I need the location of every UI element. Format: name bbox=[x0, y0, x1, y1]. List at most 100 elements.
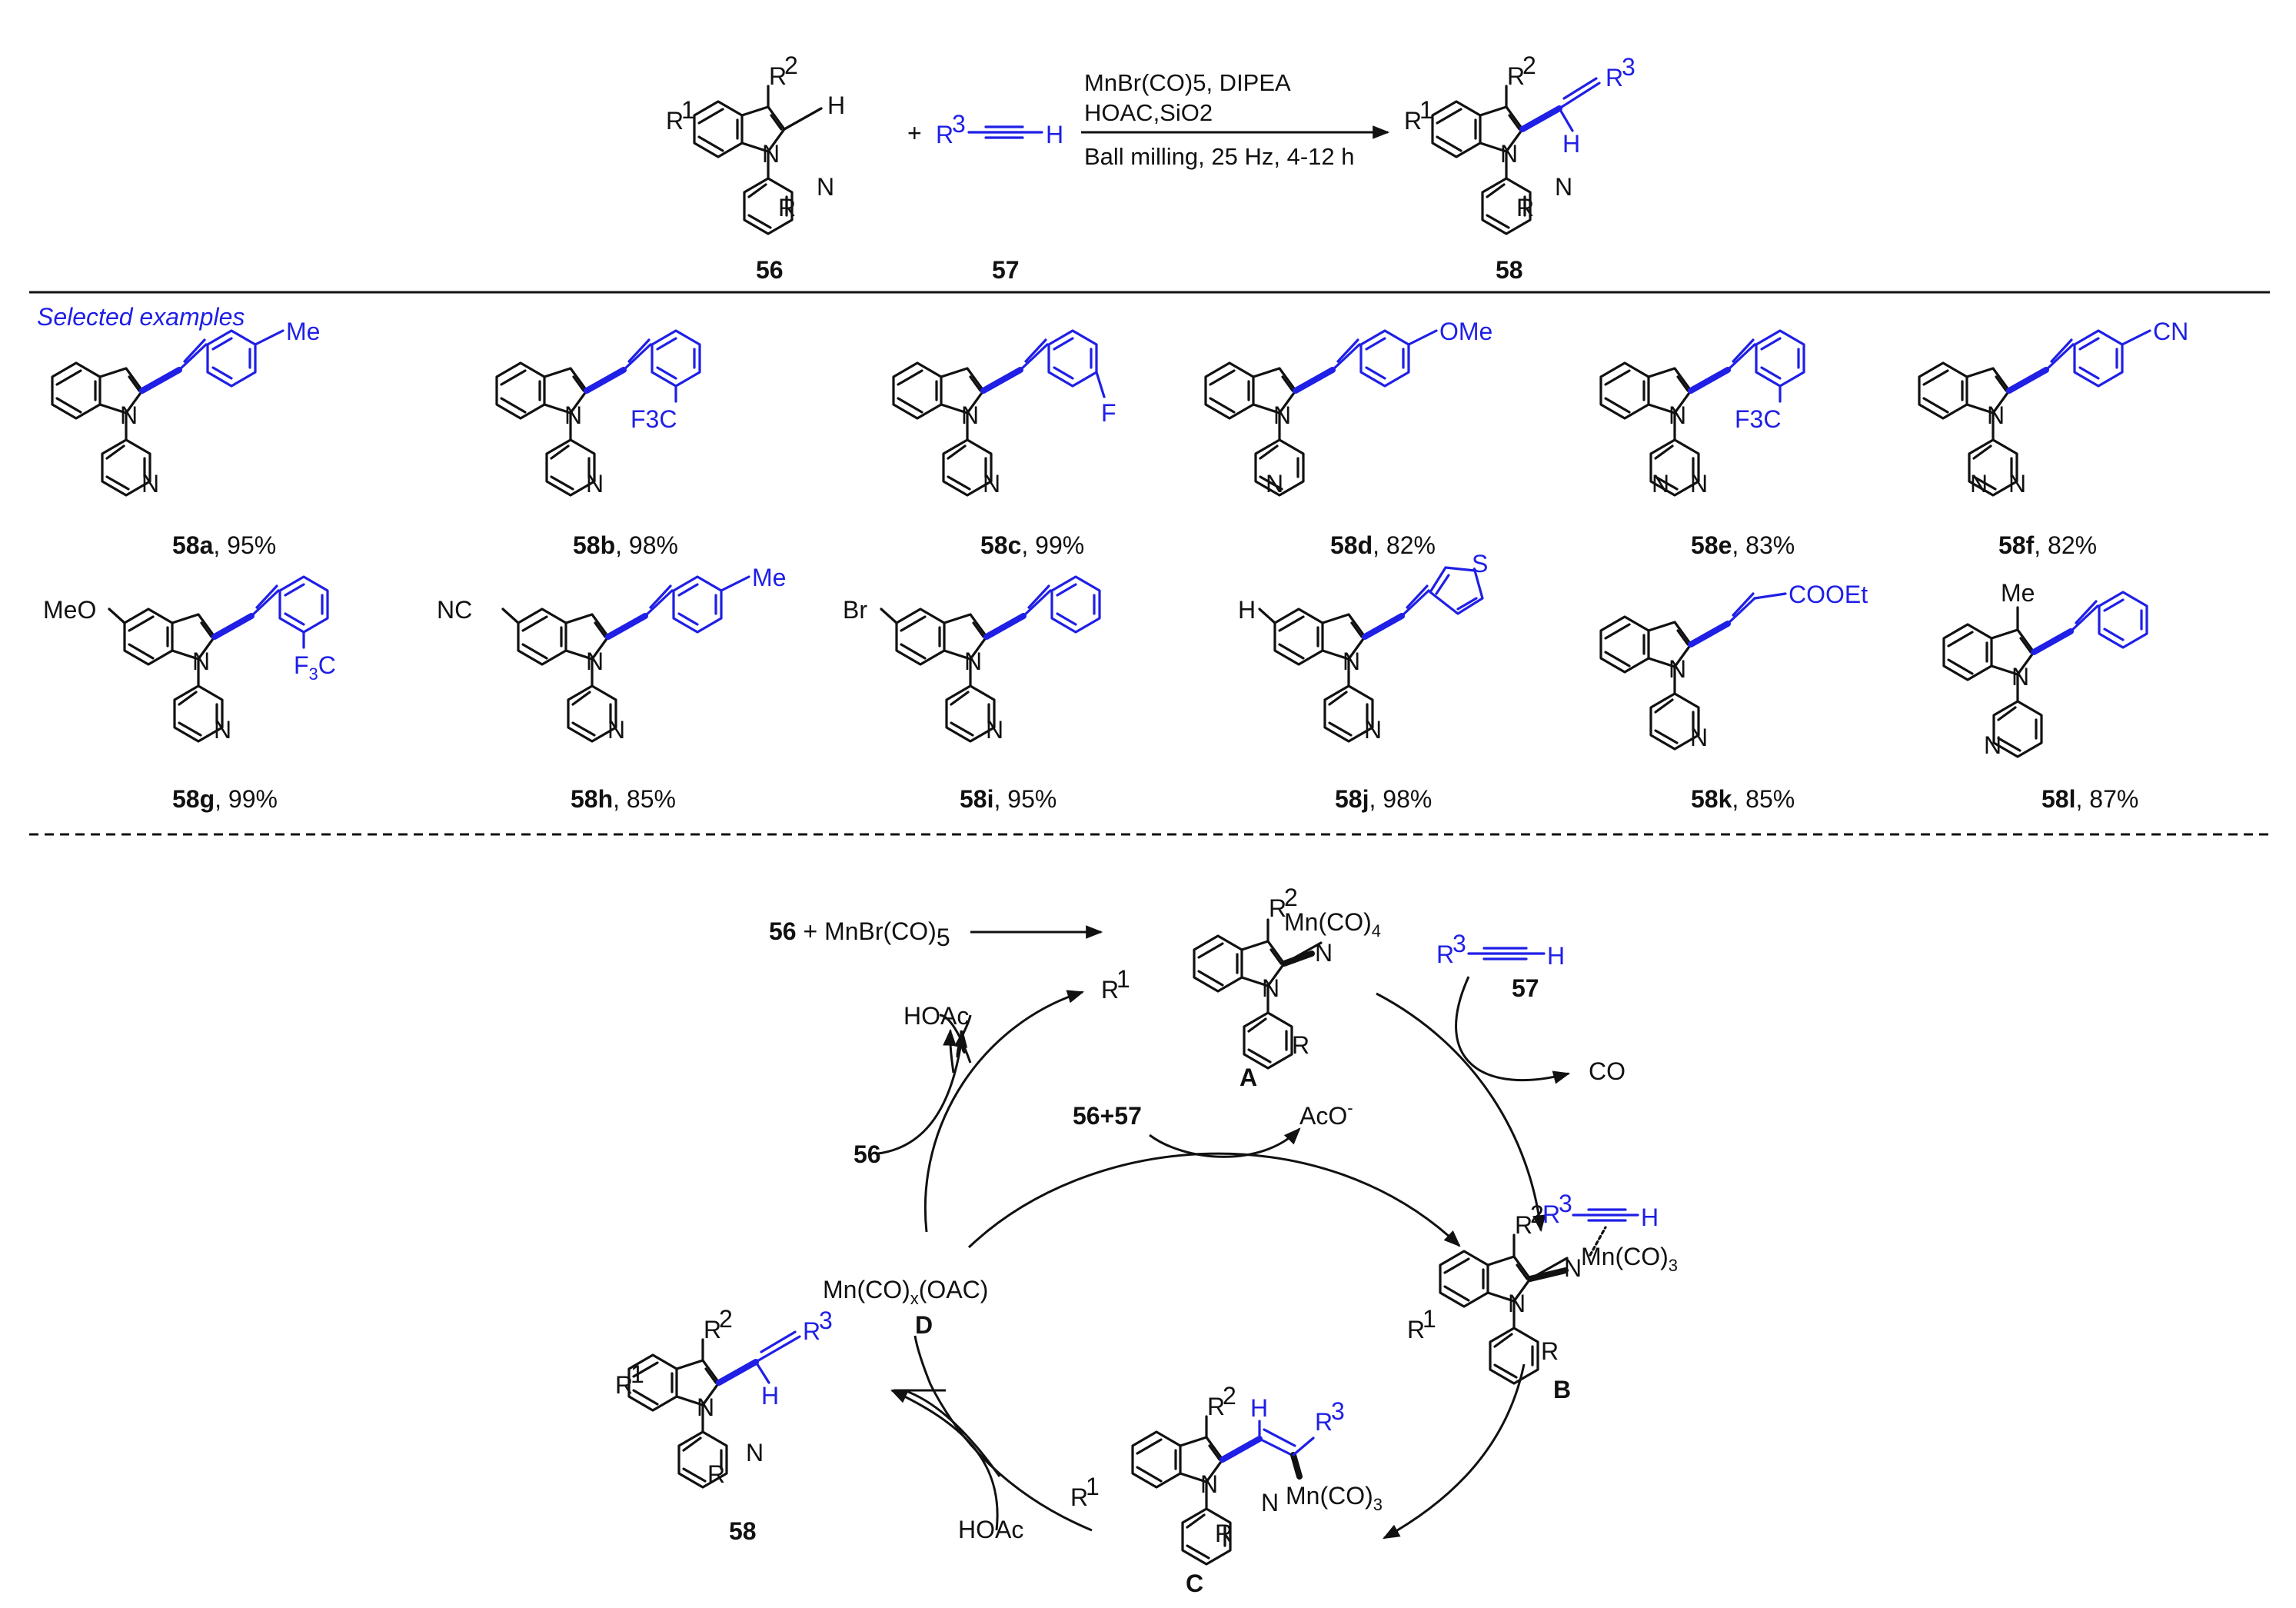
svg-text:H: H bbox=[1547, 942, 1565, 970]
product-label: 58 bbox=[1496, 256, 1523, 284]
example-58l: N Me bbox=[1942, 579, 2148, 759]
svg-text:58d, 82%: 58d, 82% bbox=[1330, 531, 1436, 559]
example-58d: N OMe bbox=[1204, 318, 1492, 498]
svg-text:58b, 98%: 58b, 98% bbox=[573, 531, 678, 559]
svg-text:F3C: F3C bbox=[1735, 405, 1781, 433]
svg-text:R: R bbox=[704, 1316, 721, 1343]
svg-text:N: N bbox=[1690, 470, 1708, 498]
svg-text:COOEt: COOEt bbox=[1789, 581, 1868, 608]
svg-text:58c, 99%: 58c, 99% bbox=[980, 531, 1084, 559]
svg-text:N: N bbox=[1315, 939, 1333, 967]
svg-text:N: N bbox=[1690, 724, 1708, 751]
svg-text:R: R bbox=[1606, 64, 1623, 92]
svg-text:3: 3 bbox=[1331, 1397, 1345, 1425]
example-58h-me: Me bbox=[752, 564, 786, 591]
svg-text:R: R bbox=[1315, 1408, 1333, 1436]
svg-text:R: R bbox=[778, 194, 796, 221]
arrow-hoac-bottom bbox=[890, 1389, 999, 1531]
arrow-56-in bbox=[877, 1030, 968, 1155]
svg-text:R: R bbox=[1215, 1520, 1233, 1547]
svg-text:R: R bbox=[1404, 107, 1422, 135]
label-c: C bbox=[1186, 1570, 1203, 1597]
mech-alkyne-label: 57 bbox=[1512, 974, 1539, 1002]
svg-text:R: R bbox=[1269, 894, 1286, 922]
svg-text:H: H bbox=[761, 1382, 779, 1410]
svg-text:2: 2 bbox=[1284, 884, 1298, 911]
svg-text:MeO: MeO bbox=[43, 596, 96, 624]
svg-text:2: 2 bbox=[784, 52, 798, 79]
svg-text:R: R bbox=[1101, 976, 1119, 1004]
svg-text:58l, 87%: 58l, 87% bbox=[2041, 785, 2138, 813]
svg-text:3: 3 bbox=[1622, 53, 1635, 81]
arrow-acetate-out bbox=[1149, 1127, 1301, 1158]
svg-text:R: R bbox=[1516, 194, 1534, 221]
svg-text:N: N bbox=[141, 470, 159, 498]
arrow-hoac-top bbox=[943, 1028, 957, 1074]
svg-text:N: N bbox=[586, 470, 604, 498]
svg-text:58h, 85%: 58h, 85% bbox=[571, 785, 676, 813]
hoac-bottom-text: HOAc bbox=[958, 1516, 1023, 1543]
svg-text:N: N bbox=[983, 470, 1000, 498]
svg-text:58e, 83%: 58e, 83% bbox=[1691, 531, 1795, 559]
condition-1: MnBr(CO)5, DIPEA bbox=[1084, 69, 1291, 96]
svg-text:R: R bbox=[666, 107, 684, 135]
svg-text:N: N bbox=[1555, 173, 1572, 201]
svg-text:1: 1 bbox=[1116, 965, 1130, 993]
mn-co3-b: Mn(CO)3 bbox=[1581, 1243, 1678, 1275]
product-58: R2 R1 R3 H R N bbox=[1404, 52, 1635, 235]
label-d: D bbox=[915, 1311, 933, 1339]
svg-text:1: 1 bbox=[1423, 1305, 1436, 1333]
arrow-d-to-b bbox=[967, 1152, 1461, 1249]
arrow-d-to-a bbox=[924, 990, 1085, 1233]
svg-text:N: N bbox=[1984, 731, 2002, 759]
co-text: CO bbox=[1589, 1057, 1626, 1085]
svg-text:N: N bbox=[214, 716, 231, 744]
svg-text:S: S bbox=[1472, 550, 1488, 578]
mech-product-58: R2 R1 R3 H R N bbox=[615, 1305, 833, 1489]
mn-co3-c: Mn(CO)3 bbox=[1286, 1482, 1383, 1514]
svg-text:N: N bbox=[1970, 470, 1988, 498]
svg-text:58a, 95%: 58a, 95% bbox=[172, 531, 276, 559]
example-58k: N COOEt bbox=[1599, 581, 1868, 751]
svg-text:58g, 99%: 58g, 99% bbox=[172, 785, 278, 813]
example-58c: N F bbox=[892, 329, 1116, 498]
svg-text:R: R bbox=[1070, 1483, 1088, 1511]
svg-text:2: 2 bbox=[1223, 1382, 1236, 1410]
svg-text:R: R bbox=[936, 121, 953, 148]
svg-text:1: 1 bbox=[631, 1360, 644, 1388]
example-58a: N Me bbox=[51, 318, 320, 498]
yields-row-1: 58a, 95% 58b, 98% 58c, 99% 58d, 82% 58e,… bbox=[172, 531, 2097, 559]
arrow-c-to-d bbox=[913, 1335, 1093, 1532]
svg-text:N: N bbox=[1564, 1254, 1582, 1282]
svg-text:OMe: OMe bbox=[1439, 318, 1492, 345]
svg-text:R: R bbox=[1542, 1200, 1560, 1228]
svg-text:58j, 98%: 58j, 98% bbox=[1335, 785, 1432, 813]
entry-text: 56 + MnBr(CO)5 bbox=[769, 917, 950, 951]
selected-examples-title: Selected examples bbox=[37, 303, 245, 331]
svg-text:R: R bbox=[1407, 1316, 1425, 1343]
svg-text:H: H bbox=[1562, 130, 1580, 158]
arrow-a-to-b bbox=[1376, 992, 1546, 1233]
mech-product-label: 58 bbox=[729, 1517, 757, 1545]
svg-text:N: N bbox=[1652, 470, 1669, 498]
example-58e: N N F3C bbox=[1599, 329, 1805, 498]
d-formula: Mn(CO)x(OAC) bbox=[823, 1276, 988, 1308]
svg-text:N: N bbox=[2008, 470, 2026, 498]
label-a: A bbox=[1240, 1064, 1257, 1091]
svg-text:R: R bbox=[1207, 1393, 1225, 1420]
svg-text:R: R bbox=[769, 62, 787, 90]
svg-text:2: 2 bbox=[1522, 52, 1536, 79]
svg-text:NC: NC bbox=[437, 596, 472, 624]
example-58f: N N CN bbox=[1918, 318, 2188, 498]
svg-text:H: H bbox=[1641, 1204, 1659, 1231]
svg-text:R: R bbox=[803, 1317, 820, 1345]
alkyne-57: R3 H bbox=[936, 110, 1063, 148]
svg-text:3: 3 bbox=[1559, 1190, 1572, 1217]
svg-text:58i, 95%: 58i, 95% bbox=[960, 785, 1056, 813]
svg-text:F3C: F3C bbox=[294, 651, 336, 684]
hoac-top-text: HOAc bbox=[903, 1002, 969, 1030]
svg-text:2: 2 bbox=[719, 1305, 733, 1333]
svg-text:N: N bbox=[817, 173, 834, 201]
svg-text:N: N bbox=[1364, 716, 1382, 744]
example-58g: N MeO F3C bbox=[43, 575, 336, 744]
